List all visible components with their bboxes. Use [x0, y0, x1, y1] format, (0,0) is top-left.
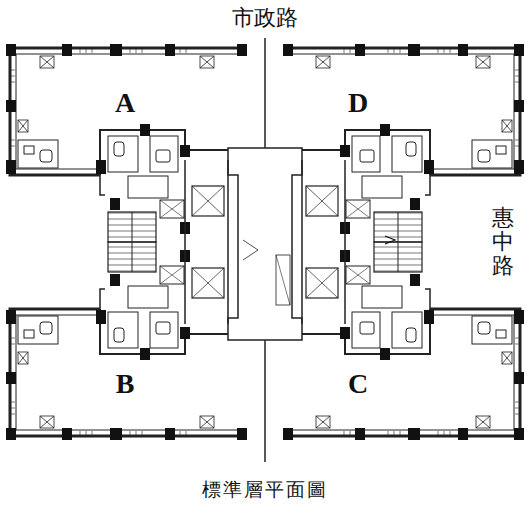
unit-label: D: [348, 87, 368, 119]
unit-b-wing: [6, 242, 247, 440]
unit-c-wing: [283, 242, 524, 440]
unit-label: C: [348, 368, 368, 400]
unit-label: A: [115, 87, 135, 119]
plan-caption: 標準層平面圖: [202, 477, 328, 503]
street-name: 市政路: [232, 3, 298, 33]
unit-a-wing: [6, 44, 247, 242]
unit-d-wing: [283, 44, 524, 242]
street-name: 惠中路: [492, 206, 514, 279]
unit-label: B: [116, 368, 135, 400]
central-core: [228, 38, 395, 462]
